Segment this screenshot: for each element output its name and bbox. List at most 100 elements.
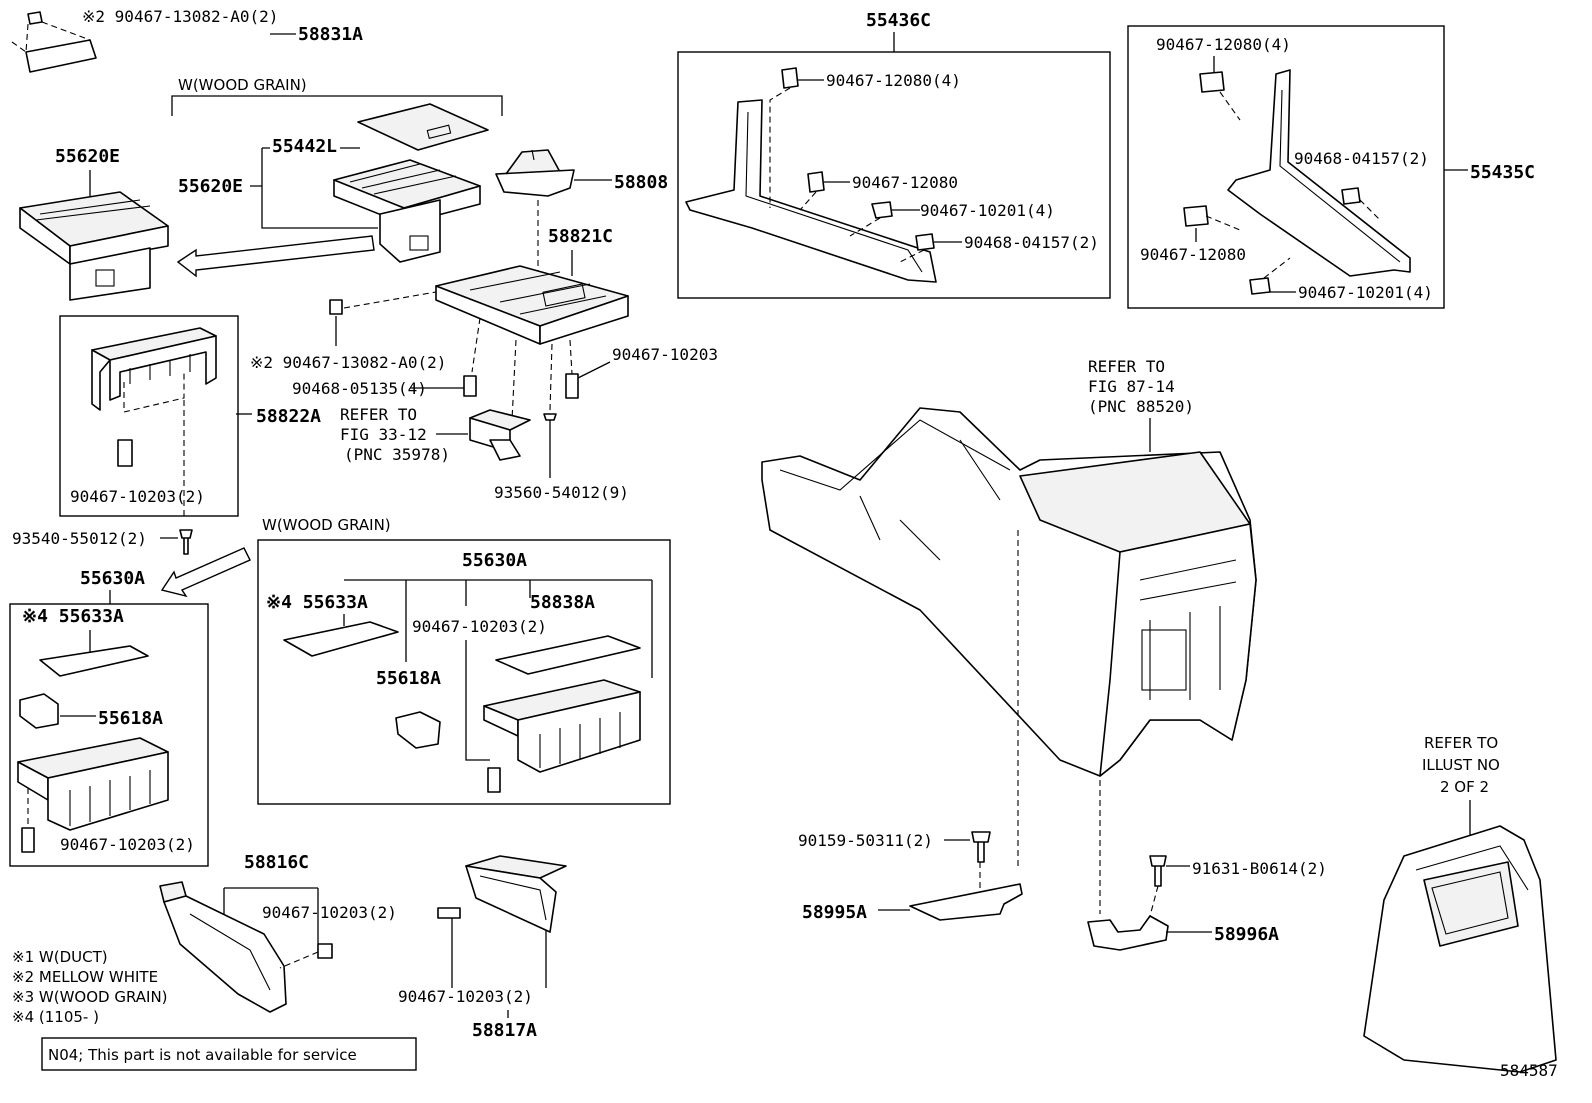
clip-label-90467-12080-b: 90467-12080 bbox=[1140, 245, 1246, 264]
refer-fig87-line3: (PNC 88520) bbox=[1088, 397, 1194, 416]
part-label-58821C: 58821C bbox=[548, 226, 613, 247]
clip-icon-05135 bbox=[463, 375, 477, 397]
part-55442L-drawing bbox=[333, 103, 489, 263]
part-label-55633A-mid: ※4 55633A bbox=[266, 592, 368, 613]
part-label-55620E-left: 55620E bbox=[55, 146, 120, 167]
refer-fig33-line1: REFER TO bbox=[340, 405, 417, 424]
clip-icon-10203-b bbox=[117, 439, 133, 467]
part-55633A-left-drawing bbox=[39, 645, 149, 677]
legend-note-3: ※3 W(WOOD GRAIN) bbox=[12, 988, 168, 1006]
part-58821C-drawing bbox=[435, 265, 629, 345]
group-box-55436C bbox=[677, 51, 1111, 299]
clip-note-1: ※2 90467-13082-A0(2) bbox=[82, 7, 278, 26]
clip-label-90468-04157-2a: 90468-04157(2) bbox=[964, 233, 1099, 252]
clip-icon-13082 bbox=[329, 299, 343, 315]
clip-icon-12080-c bbox=[1199, 71, 1225, 93]
part-label-58816C: 58816C bbox=[244, 852, 309, 873]
part-55436C-drawing bbox=[685, 99, 937, 283]
clip-icon-04157-a bbox=[915, 233, 935, 251]
refer-illust-line1: REFER TO bbox=[1424, 734, 1498, 752]
part-label-55620E-mid: 55620E bbox=[178, 176, 243, 197]
part-label-55436C: 55436C bbox=[866, 10, 931, 31]
note-n04: N04; This part is not available for serv… bbox=[48, 1046, 357, 1064]
part-55630A-left-drawing bbox=[17, 737, 169, 831]
clip-label-90467-10203-d: 90467-10203(2) bbox=[412, 617, 547, 636]
refer-illust-line3: 2 OF 2 bbox=[1440, 778, 1489, 796]
part-55618A-left-drawing bbox=[19, 693, 59, 729]
refer-fig33-line2: FIG 33-12 bbox=[340, 425, 427, 444]
clip-label-90467-12080-4a: 90467-12080(4) bbox=[826, 71, 961, 90]
part-58995A-drawing bbox=[909, 883, 1023, 921]
refer-illust-line2: ILLUST NO bbox=[1422, 756, 1500, 774]
bolt-label-91631: 91631-B0614(2) bbox=[1192, 859, 1327, 878]
part-55630A-mid-drawing bbox=[483, 679, 641, 773]
wood-grain-label-top: W(WOOD GRAIN) bbox=[178, 76, 307, 94]
part-label-58808: 58808 bbox=[614, 172, 668, 193]
part-35978-drawing bbox=[469, 409, 531, 461]
legend-note-1: ※1 W(DUCT) bbox=[12, 948, 108, 966]
part-label-58817A: 58817A bbox=[472, 1020, 537, 1041]
bolt-label-90159: 90159-50311(2) bbox=[798, 831, 933, 850]
group-box-55435C bbox=[1127, 25, 1445, 309]
part-label-55618A-left: 55618A bbox=[98, 708, 163, 729]
group-box-55630A-left bbox=[9, 603, 209, 867]
part-label-55630A-left: 55630A bbox=[80, 568, 145, 589]
part-55435C-drawing bbox=[1227, 69, 1411, 277]
clip-icon-12080-d bbox=[1183, 205, 1209, 227]
clip-icon-04157-b bbox=[1341, 187, 1361, 205]
bolt-icon-91631 bbox=[1149, 855, 1167, 887]
clip-label-90467-10203-e: 90467-10203(2) bbox=[262, 903, 397, 922]
clip-label-90468-04157-2b: 90468-04157(2) bbox=[1294, 149, 1429, 168]
clip-icon-12080-a bbox=[781, 67, 799, 89]
part-58822A-drawing bbox=[91, 327, 217, 411]
screw-icon-93560 bbox=[543, 413, 557, 421]
part-label-55630A-mid: 55630A bbox=[462, 550, 527, 571]
part-58816C-drawing bbox=[159, 881, 287, 1013]
clip-note-2: ※2 90467-13082-A0(2) bbox=[250, 353, 446, 372]
clip-icon-10201-b bbox=[1249, 277, 1271, 295]
legend-note-2: ※2 MELLOW WHITE bbox=[12, 968, 158, 986]
part-58838A-drawing bbox=[495, 635, 641, 675]
part-label-58822A: 58822A bbox=[256, 406, 321, 427]
console-body-drawing bbox=[761, 407, 1257, 777]
bolt-icon-90159 bbox=[971, 831, 991, 863]
part-55633A-mid-drawing bbox=[283, 621, 399, 657]
part-label-55618A-mid: 55618A bbox=[376, 668, 441, 689]
clip-label-90468-05135: 90468-05135(4) bbox=[292, 379, 427, 398]
part-label-55633A-left: ※4 55633A bbox=[22, 606, 124, 627]
clip-label-90467-12080-4b: 90467-12080(4) bbox=[1156, 35, 1291, 54]
clip-icon-12080-b bbox=[807, 171, 825, 193]
clip-label-90467-10203-f: 90467-10203(2) bbox=[398, 987, 533, 1006]
rear-panel-drawing bbox=[1363, 825, 1557, 1073]
clip-label-90467-12080-a: 90467-12080 bbox=[852, 173, 958, 192]
clip-label-90467-10203-a: 90467-10203 bbox=[612, 345, 718, 364]
screw-icon-93540 bbox=[179, 529, 193, 555]
refer-fig87-line1: REFER TO bbox=[1088, 357, 1165, 376]
group-box-55630A-mid bbox=[257, 539, 671, 805]
part-58831A-drawing bbox=[11, 11, 97, 73]
clip-icon-10203-c bbox=[21, 827, 35, 853]
group-box-58822A bbox=[59, 315, 239, 517]
part-label-58831A: 58831A bbox=[298, 24, 363, 45]
part-58808-drawing bbox=[495, 149, 575, 197]
part-label-58996A: 58996A bbox=[1214, 924, 1279, 945]
part-label-58838A: 58838A bbox=[530, 592, 595, 613]
wood-grain-label-mid: W(WOOD GRAIN) bbox=[262, 516, 391, 534]
refer-fig87-line2: FIG 87-14 bbox=[1088, 377, 1175, 396]
part-58996A-drawing bbox=[1087, 915, 1169, 951]
clip-icon-10203-e bbox=[317, 943, 333, 959]
clip-label-90467-10201-4b: 90467-10201(4) bbox=[1298, 283, 1433, 302]
clip-icon-10201-a bbox=[871, 201, 893, 219]
clip-icon-10203-d bbox=[487, 767, 501, 793]
part-55620E-drawing bbox=[19, 191, 169, 301]
move-arrow-2 bbox=[160, 547, 251, 598]
clip-icon-10203-f bbox=[437, 907, 461, 919]
clip-icon-10203-a bbox=[565, 373, 579, 399]
part-55618A-mid-drawing bbox=[395, 711, 441, 749]
part-58817A-drawing bbox=[465, 855, 567, 933]
clip-label-90467-10203-c: 90467-10203(2) bbox=[60, 835, 195, 854]
diagram-id: 584587 bbox=[1500, 1061, 1558, 1080]
refer-fig33-line3: (PNC 35978) bbox=[344, 445, 450, 464]
part-label-55442L: 55442L bbox=[272, 136, 337, 157]
